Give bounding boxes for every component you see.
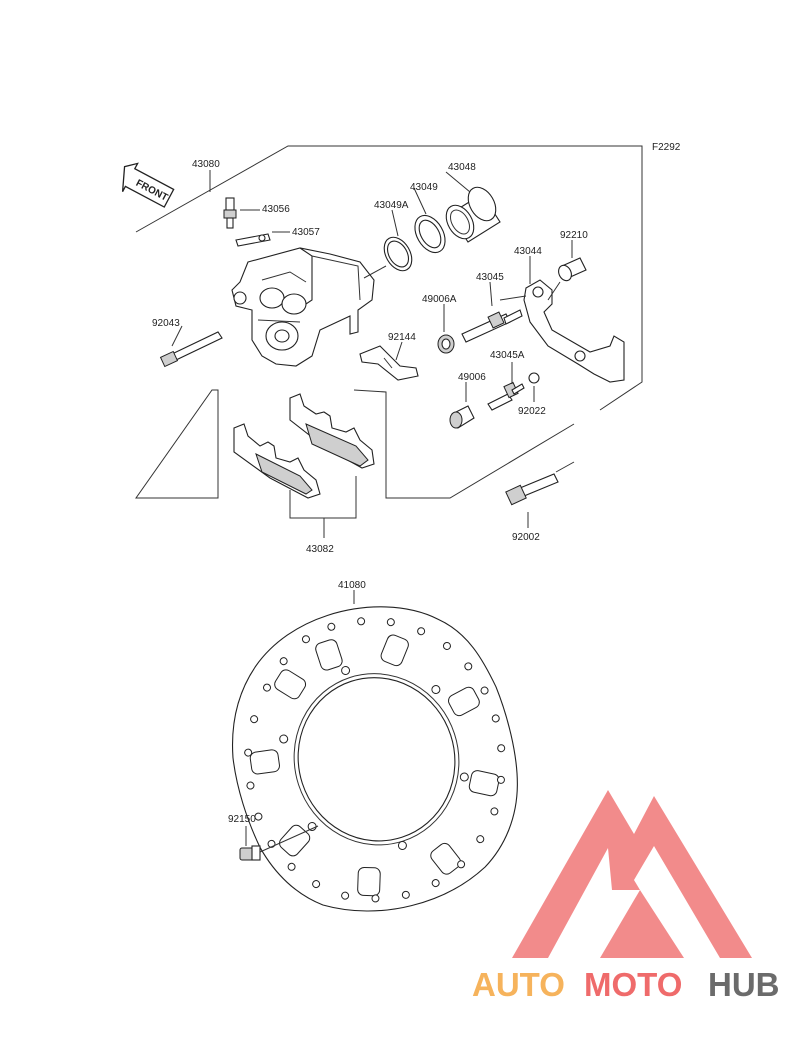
label-92022: 92022 xyxy=(518,406,546,417)
label-92043: 92043 xyxy=(152,318,180,329)
caliper-pin-a xyxy=(487,381,525,411)
circlip xyxy=(528,372,540,384)
bracket-bolt xyxy=(505,473,559,506)
disc-bolt xyxy=(239,845,261,861)
label-43045a: 43045A xyxy=(490,350,525,361)
bleeder-cap xyxy=(235,233,271,247)
pad-group-bracket xyxy=(289,476,357,538)
label-43049a: 43049A xyxy=(374,200,409,211)
label-43056: 43056 xyxy=(262,204,290,215)
label-92150: 92150 xyxy=(228,814,256,825)
watermark-moto: MOTO xyxy=(584,966,682,1003)
brake-disc xyxy=(231,606,518,912)
label-43048: 43048 xyxy=(448,162,476,173)
front-arrow-icon: FRONT xyxy=(121,162,175,208)
caliper-bolt xyxy=(159,331,223,368)
caliper-body xyxy=(231,247,375,367)
label-92002: 92002 xyxy=(512,532,540,543)
label-43057: 43057 xyxy=(292,227,320,238)
label-41080: 41080 xyxy=(338,580,366,591)
label-43049: 43049 xyxy=(410,182,438,193)
bracket-sleeve xyxy=(558,257,587,282)
watermark-text: AUTO MOTO HUB xyxy=(472,966,780,1003)
watermark-hub: HUB xyxy=(708,966,780,1003)
piston-seal xyxy=(414,214,446,254)
piston-seal-a xyxy=(383,236,413,272)
caliper-pin xyxy=(461,309,523,343)
caliper-piston xyxy=(445,186,501,243)
pin-boot xyxy=(449,405,475,429)
label-92144: 92144 xyxy=(388,332,416,343)
label-92210: 92210 xyxy=(560,230,588,241)
watermark-auto: AUTO xyxy=(472,966,565,1003)
pad-spring xyxy=(359,345,419,381)
caliper-assembly-outline xyxy=(135,145,643,499)
brake-pad-rear xyxy=(233,423,321,499)
label-43082: 43082 xyxy=(306,544,334,555)
caliper-bracket xyxy=(523,279,625,383)
bleeder-valve xyxy=(223,197,237,229)
brake-pad-front xyxy=(289,393,375,469)
label-49006a: 49006A xyxy=(422,294,457,305)
pin-boot-a xyxy=(437,334,455,354)
diagram-code: F2292 xyxy=(652,142,681,153)
label-43045: 43045 xyxy=(476,272,504,283)
watermark-logo-icon xyxy=(512,790,752,958)
label-43044: 43044 xyxy=(514,246,542,257)
label-49006: 49006 xyxy=(458,372,486,383)
label-43080: 43080 xyxy=(192,159,220,170)
